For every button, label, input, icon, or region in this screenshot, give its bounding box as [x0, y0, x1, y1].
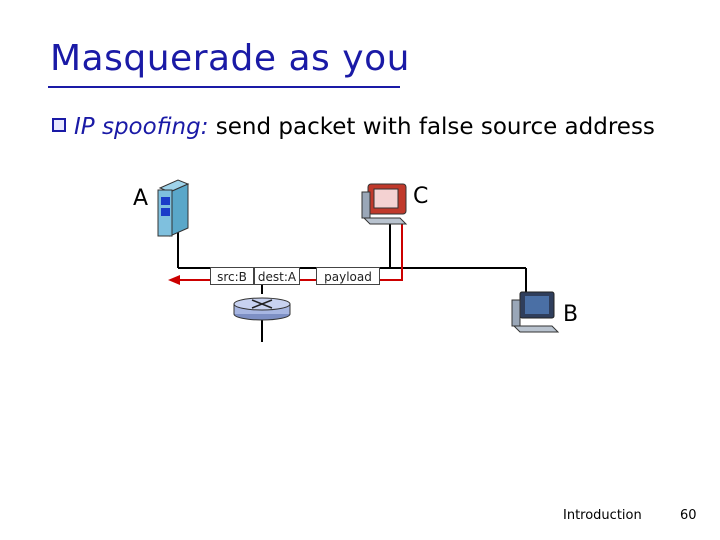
host-b-label: B: [563, 302, 579, 327]
bullet-text: send packet with false source address: [208, 114, 655, 140]
bullet-ip-spoofing: IP spoofing: send packet with false sour…: [52, 114, 655, 140]
host-a-label: A: [133, 186, 149, 211]
host-b-workstation-icon: [511, 291, 560, 333]
slide-title: Masquerade as you: [50, 38, 410, 79]
host-c-workstation-icon: [361, 183, 408, 225]
packet-src-field: src:B: [210, 267, 254, 285]
bullet-checkbox-icon: [52, 118, 66, 132]
arrow-head-icon: [168, 275, 180, 285]
router-icon: [233, 297, 291, 321]
title-underline: [48, 86, 400, 88]
footer-section: Introduction: [563, 508, 642, 523]
packet-dest-field: dest:A: [254, 267, 300, 285]
bullet-lead: IP spoofing:: [74, 114, 209, 140]
packet-payload-field: payload: [316, 267, 380, 285]
page-number: 60: [680, 508, 697, 523]
host-c-label: C: [413, 184, 429, 209]
host-a-server-icon: [157, 179, 190, 237]
